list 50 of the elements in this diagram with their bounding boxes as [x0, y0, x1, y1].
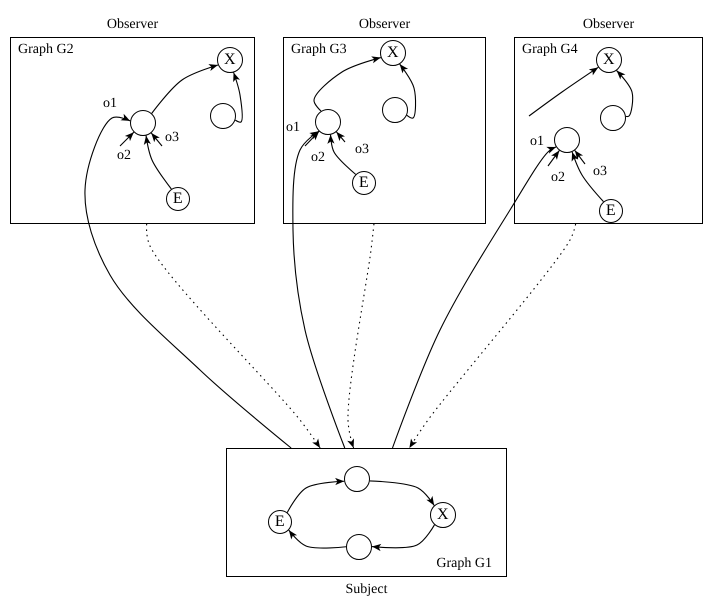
- arrow: [84, 114, 292, 448]
- graph-node-circle: [210, 102, 236, 129]
- role-caption: Observer: [106, 17, 158, 33]
- arrow: [572, 152, 604, 202]
- arrow: [313, 56, 381, 112]
- graph-title: Graph G4: [522, 42, 578, 58]
- arrow: [151, 64, 218, 114]
- arrow: [233, 72, 243, 123]
- graph-node-circle: [600, 104, 626, 131]
- arrow: [120, 132, 134, 146]
- arrow: [392, 146, 556, 448]
- graph-node-circle: E: [598, 198, 623, 223]
- arrow: [304, 131, 320, 146]
- graph-title: Graph G2: [18, 42, 74, 58]
- arrow: [372, 524, 435, 552]
- arrow: [144, 136, 172, 190]
- graph-node-circle: E: [166, 186, 190, 211]
- graph-node-circle: [344, 466, 370, 492]
- arrow: [327, 134, 356, 175]
- graph-title: Graph G1: [436, 556, 492, 572]
- arrow: [548, 150, 560, 166]
- arrow: [288, 530, 346, 549]
- graph-node-circle: [554, 126, 580, 153]
- graph-node-circle: X: [430, 502, 456, 528]
- graph-node-circle: X: [216, 46, 243, 73]
- arrow: [336, 132, 346, 142]
- role-caption: Observer: [582, 17, 634, 33]
- arrow: [574, 150, 586, 164]
- arrow: [616, 70, 634, 118]
- arrow: [528, 66, 599, 116]
- arrow: [399, 64, 416, 119]
- graph-node-circle: [314, 108, 341, 135]
- graph-panel: [226, 448, 507, 577]
- arrow: [150, 132, 162, 146]
- graph-node-circle: [130, 110, 156, 136]
- arrow: [370, 480, 435, 506]
- dotted-arrow: [146, 224, 321, 448]
- role-caption: Subject: [346, 582, 388, 598]
- dotted-arrow: [347, 224, 374, 448]
- dotted-arrow: [408, 224, 576, 448]
- arrow: [286, 478, 344, 513]
- graph-node-circle: [346, 534, 372, 560]
- graph-node-circle: E: [352, 170, 376, 195]
- graph-node-circle: X: [596, 46, 622, 73]
- graph-title: Graph G3: [291, 42, 347, 58]
- role-caption: Observer: [358, 17, 410, 33]
- graph-node-circle: X: [380, 40, 406, 66]
- graph-node-circle: E: [268, 510, 292, 534]
- graph-node-circle: [382, 96, 408, 123]
- arrow: [292, 130, 346, 448]
